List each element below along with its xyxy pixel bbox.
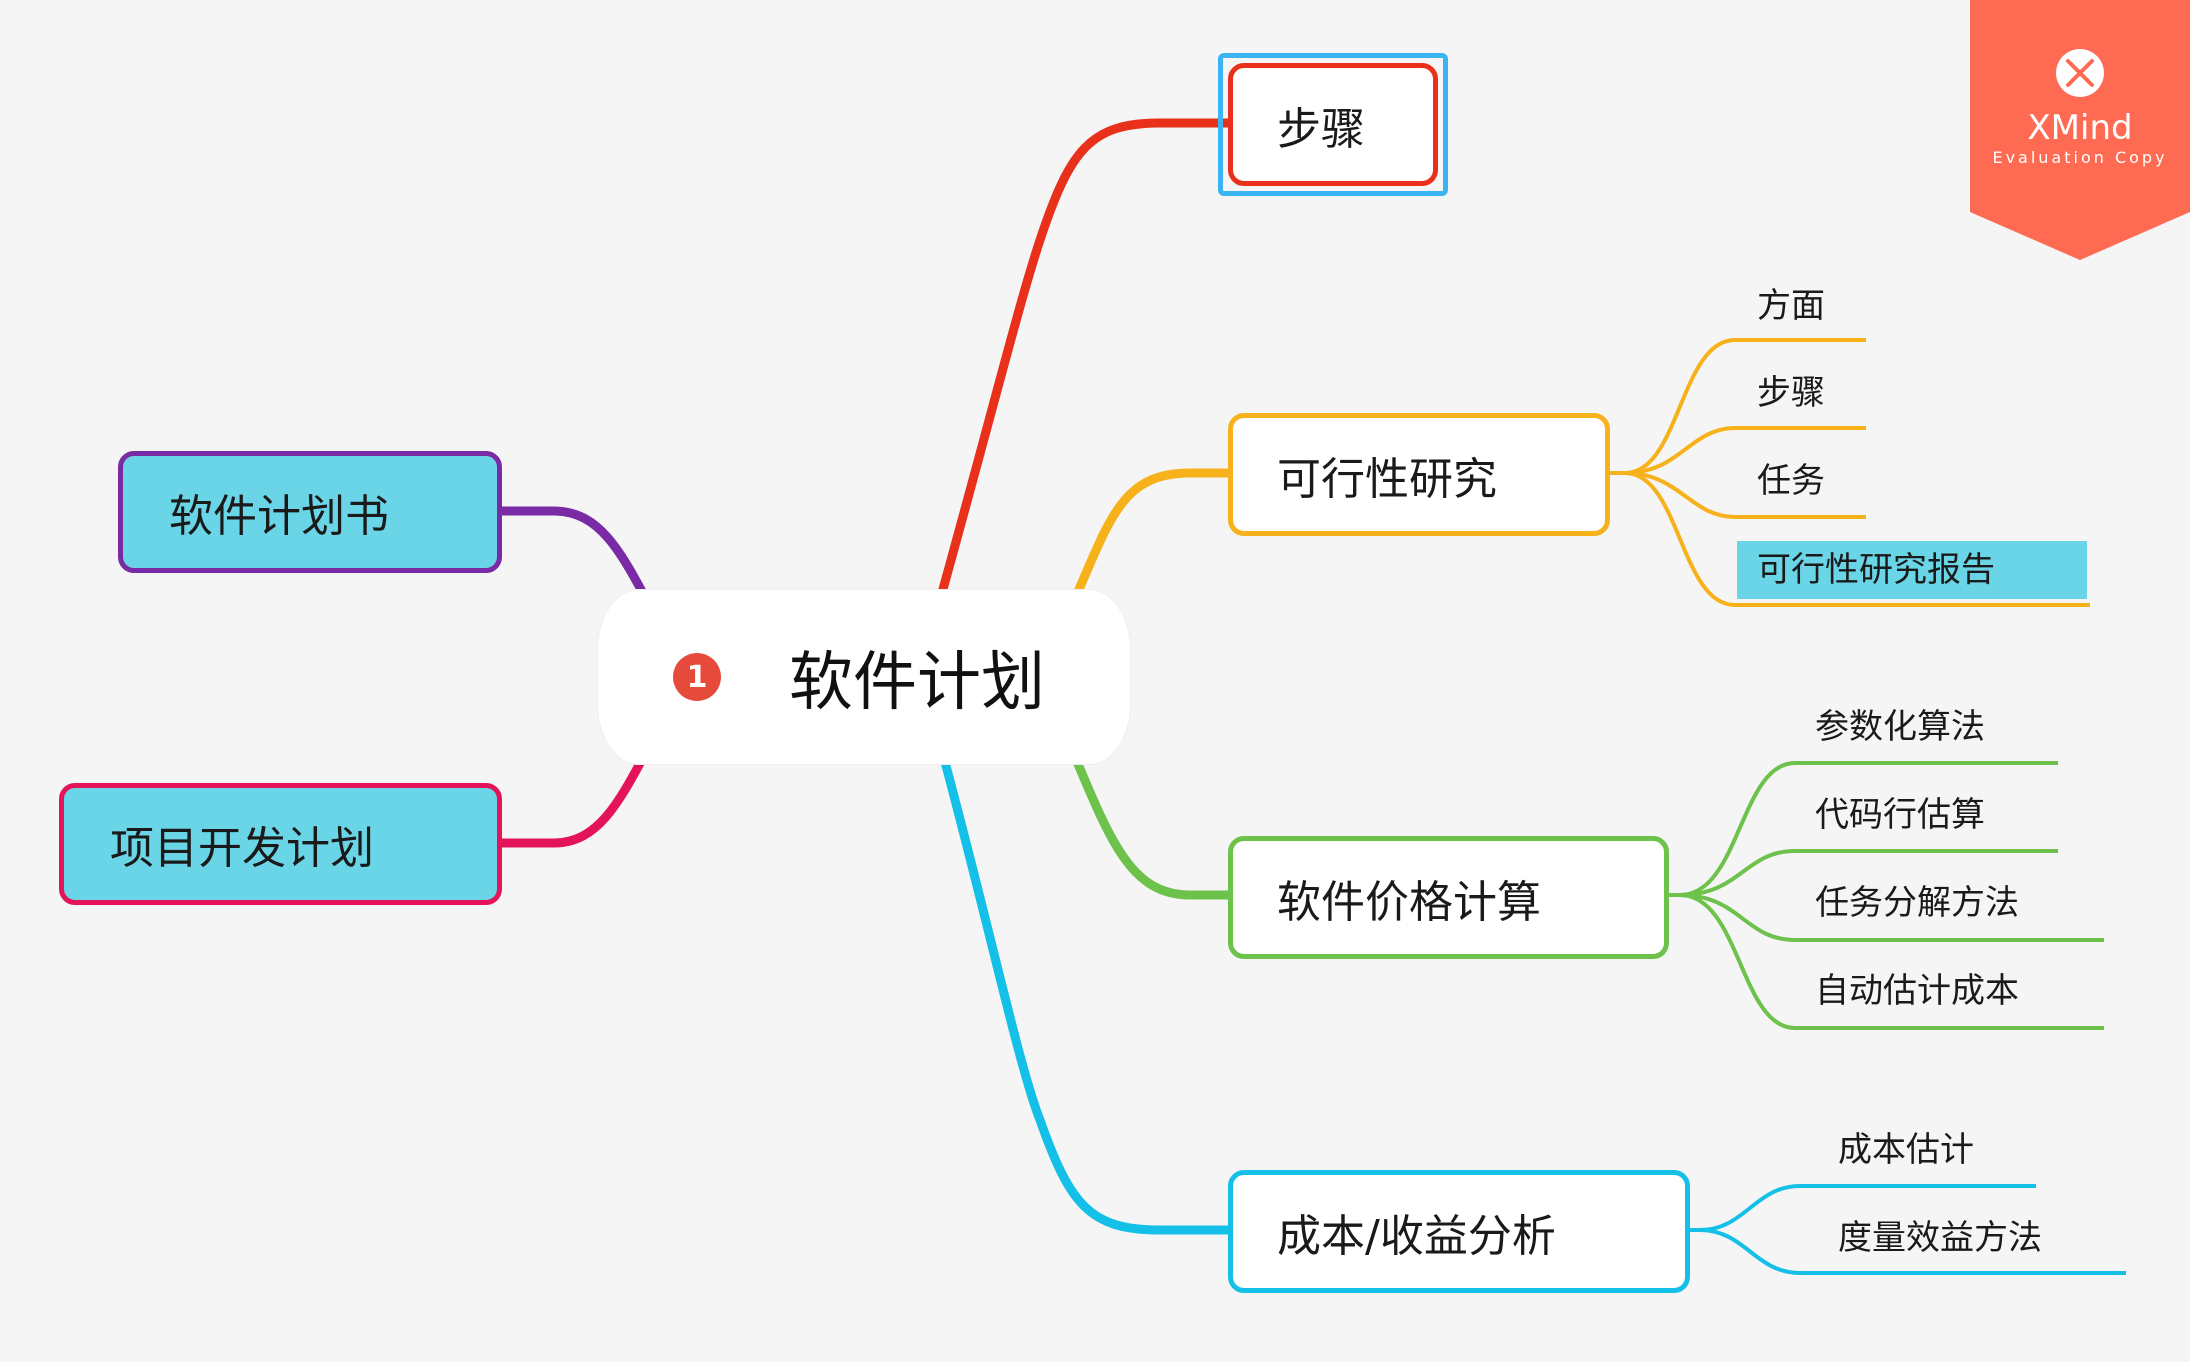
selection-frame <box>1218 53 1448 196</box>
topic-label: 成本/收益分析 <box>1277 1210 1556 1262</box>
topic-label: 可行性研究 <box>1277 453 1497 505</box>
subtopic-tasks[interactable]: 任务 <box>1757 461 1825 501</box>
subtopic-feasibility-report[interactable]: 可行性研究报告 <box>1737 541 2087 599</box>
branch-line-price <box>1065 740 1233 900</box>
cost-sub-lines <box>1690 1184 2126 1275</box>
central-topic[interactable]: 1 软件计划 <box>598 590 1130 764</box>
topic-label: 软件价格计算 <box>1277 876 1541 928</box>
topic-feasibility-study[interactable]: 可行性研究 <box>1228 413 1610 536</box>
branch-line-cost <box>940 757 1233 1235</box>
watermark-ribbon <box>1970 0 2190 260</box>
topic-project-dev-plan[interactable]: 项目开发计划 <box>59 783 502 905</box>
topic-label: 软件计划书 <box>169 491 389 542</box>
central-topic-label: 软件计划 <box>789 646 1045 720</box>
topic-cost-benefit[interactable]: 成本/收益分析 <box>1228 1170 1690 1293</box>
topic-software-plan-book[interactable]: 软件计划书 <box>118 451 502 573</box>
subtopic-loc-estimate[interactable]: 代码行估算 <box>1815 795 1985 835</box>
feasibility-sub-lines <box>1610 338 2090 607</box>
watermark-subtitle: Evaluation Copy <box>1992 148 2168 167</box>
branch-line-feasibility <box>1065 468 1233 615</box>
subtopic-parametric-algorithm[interactable]: 参数化算法 <box>1815 707 1985 747</box>
topic-label: 步骤 <box>1277 103 1365 155</box>
subtopic-auto-cost-estimate[interactable]: 自动估计成本 <box>1815 971 2019 1011</box>
topic-label: 项目开发计划 <box>110 823 374 874</box>
xmind-watermark: XMind Evaluation Copy <box>1970 0 2190 260</box>
subtopic-cost-estimate[interactable]: 成本估计 <box>1838 1130 1974 1170</box>
priority-1-icon: 1 <box>673 653 721 701</box>
subtopic-task-decomposition[interactable]: 任务分解方法 <box>1815 883 2019 923</box>
subtopic-benefit-measurement[interactable]: 度量效益方法 <box>1838 1218 2042 1258</box>
watermark-name: XMind <box>2027 108 2133 148</box>
branch-line-steps <box>935 118 1233 605</box>
topic-software-price-calc[interactable]: 软件价格计算 <box>1228 836 1669 959</box>
subtopic-steps[interactable]: 步骤 <box>1757 373 1825 413</box>
topic-steps[interactable]: 步骤 <box>1228 63 1438 186</box>
price-sub-lines <box>1669 761 2104 1030</box>
branch-line-project-plan <box>495 740 655 848</box>
branch-line-plan-book <box>495 506 657 615</box>
subtopic-aspects[interactable]: 方面 <box>1757 286 1825 326</box>
